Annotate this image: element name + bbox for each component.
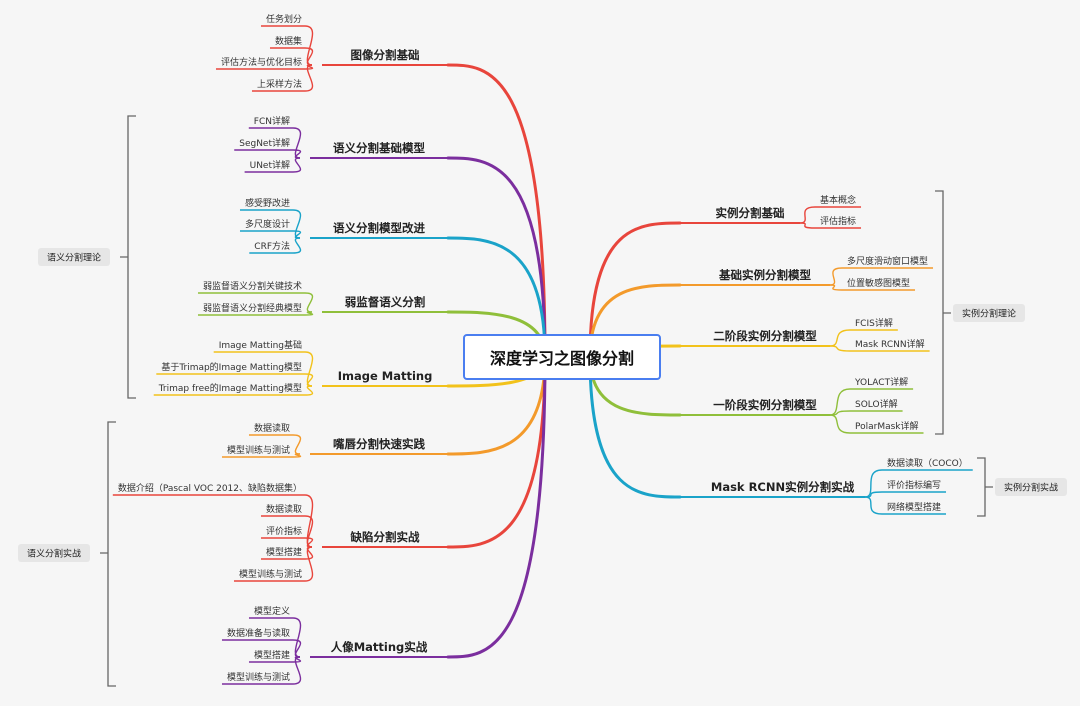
child-label-right-3-0[interactable]: YOLACT详解	[854, 376, 908, 388]
group-bracket-3	[977, 457, 993, 517]
child-connector-right-0-1	[799, 222, 816, 229]
child-label-left-7-1[interactable]: 数据准备与读取	[227, 627, 290, 639]
group-bracket-0	[120, 115, 136, 399]
group-label-2[interactable]: 实例分割理论	[962, 308, 1016, 320]
child-label-right-3-2[interactable]: PolarMask详解	[855, 420, 919, 432]
child-label-left-2-2[interactable]: CRF方法	[254, 240, 290, 252]
branch-line-left-6	[446, 355, 547, 549]
child-connector-right-3-2	[829, 414, 851, 434]
child-label-left-7-2[interactable]: 模型搭建	[254, 649, 290, 661]
group-label-box-0	[38, 248, 110, 266]
child-connector-left-5-0	[292, 434, 302, 455]
branch-title-left-4[interactable]: Image Matting	[338, 369, 433, 383]
child-label-left-5-0[interactable]: 数据读取	[254, 422, 290, 434]
child-label-right-4-0[interactable]: 数据读取（COCO）	[887, 457, 968, 469]
branch-line-right-0	[588, 221, 682, 359]
child-label-left-7-3[interactable]: 模型训练与测试	[227, 671, 290, 683]
branch-title-right-4[interactable]: Mask RCNN实例分割实战	[711, 480, 855, 494]
child-label-right-0-0[interactable]: 基本概念	[820, 194, 856, 206]
child-label-left-6-4[interactable]: 模型训练与测试	[239, 568, 302, 580]
child-connector-right-1-1	[829, 284, 843, 291]
branch-line-left-2	[446, 236, 547, 359]
child-connector-left-2-2	[292, 237, 302, 254]
child-label-left-4-2[interactable]: Trimap free的Image Matting模型	[158, 382, 302, 394]
branch-line-right-4	[588, 355, 682, 499]
child-connector-left-4-2	[304, 385, 314, 396]
branch-line-left-0	[446, 63, 547, 359]
child-connector-right-2-0	[829, 329, 851, 347]
child-connector-right-0-0	[799, 206, 816, 224]
child-connector-left-7-3	[292, 656, 302, 685]
child-connector-right-4-2	[864, 496, 883, 515]
child-connector-right-3-1	[829, 410, 851, 416]
branch-title-right-2[interactable]: 二阶段实例分割模型	[713, 329, 817, 343]
group-label-1[interactable]: 语义分割实战	[27, 548, 81, 560]
branch-line-left-1	[446, 156, 547, 359]
child-connector-left-5-1	[292, 453, 302, 458]
branch-line-left-7	[446, 355, 547, 659]
child-label-left-2-1[interactable]: 多尺度设计	[245, 218, 290, 230]
child-label-left-5-1[interactable]: 模型训练与测试	[227, 444, 290, 456]
child-connector-left-6-4	[304, 546, 314, 582]
child-label-left-7-0[interactable]: 模型定义	[254, 605, 290, 617]
branch-title-left-1[interactable]: 语义分割基础模型	[333, 141, 425, 155]
child-label-right-1-0[interactable]: 多尺度滑动窗口模型	[847, 255, 928, 267]
child-label-right-4-1[interactable]: 评价指标编写	[887, 479, 941, 491]
child-label-left-4-1[interactable]: 基于Trimap的Image Matting模型	[161, 361, 302, 373]
child-label-right-1-1[interactable]: 位置敏感图模型	[847, 277, 910, 289]
child-connector-right-1-0	[829, 267, 843, 286]
child-connector-left-3-0	[304, 292, 314, 313]
branch-title-left-3[interactable]: 弱监督语义分割	[345, 295, 426, 309]
central-topic[interactable]: 深度学习之图像分割	[463, 334, 661, 380]
branch-title-left-5[interactable]: 嘴唇分割快速实践	[333, 437, 425, 451]
child-label-left-6-3[interactable]: 模型搭建	[266, 546, 302, 558]
child-label-right-0-1[interactable]: 评估指标	[820, 215, 856, 227]
child-connector-left-1-2	[292, 157, 302, 173]
group-bracket-2	[935, 190, 951, 435]
child-label-right-4-2[interactable]: 网络模型搭建	[887, 501, 941, 513]
child-label-left-6-2[interactable]: 评价指标	[266, 525, 302, 537]
child-label-left-0-1[interactable]: 数据集	[275, 35, 302, 47]
child-label-right-2-1[interactable]: Mask RCNN详解	[855, 338, 925, 350]
group-label-box-2	[953, 304, 1025, 322]
branch-title-left-2[interactable]: 语义分割模型改进	[333, 221, 425, 235]
branch-title-right-0[interactable]: 实例分割基础	[716, 206, 785, 220]
child-label-left-4-0[interactable]: Image Matting基础	[219, 339, 302, 351]
child-connector-left-0-3	[304, 64, 314, 92]
child-label-left-2-0[interactable]: 感受野改进	[245, 197, 290, 209]
branch-title-left-6[interactable]: 缺陷分割实战	[350, 530, 420, 544]
branch-title-right-3[interactable]: 一阶段实例分割模型	[713, 398, 817, 412]
branch-title-left-0[interactable]: 图像分割基础	[351, 48, 420, 62]
child-label-left-3-0[interactable]: 弱监督语义分割关键技术	[203, 280, 302, 292]
child-connector-left-4-0	[304, 351, 314, 387]
group-label-0[interactable]: 语义分割理论	[47, 252, 101, 264]
group-bracket-1	[100, 421, 116, 687]
group-label-box-1	[18, 544, 90, 562]
child-connector-right-4-1	[864, 491, 883, 498]
branch-title-left-7[interactable]: 人像Matting实战	[331, 640, 428, 654]
child-label-left-0-0[interactable]: 任务划分	[266, 13, 302, 25]
child-connector-left-3-1	[304, 311, 314, 316]
child-label-left-1-0[interactable]: FCN详解	[254, 115, 290, 127]
child-label-left-0-3[interactable]: 上采样方法	[257, 78, 302, 90]
branch-title-right-1[interactable]: 基础实例分割模型	[718, 268, 811, 282]
child-label-left-0-2[interactable]: 评估方法与优化目标	[221, 56, 302, 68]
branch-line-left-5	[446, 355, 547, 456]
child-label-left-1-2[interactable]: UNet详解	[250, 159, 290, 171]
group-label-3[interactable]: 实例分割实战	[1004, 482, 1058, 494]
child-label-left-6-0[interactable]: 数据介绍（Pascal VOC 2012、缺陷数据集）	[118, 482, 302, 494]
child-label-left-6-1[interactable]: 数据读取	[266, 503, 302, 515]
child-label-left-3-1[interactable]: 弱监督语义分割经典模型	[203, 302, 302, 314]
child-label-left-1-1[interactable]: SegNet详解	[239, 137, 290, 149]
child-connector-right-2-1	[829, 345, 851, 352]
group-label-box-3	[995, 478, 1067, 496]
child-label-right-3-1[interactable]: SOLO详解	[855, 398, 898, 410]
child-label-right-2-0[interactable]: FCIS详解	[855, 317, 893, 329]
